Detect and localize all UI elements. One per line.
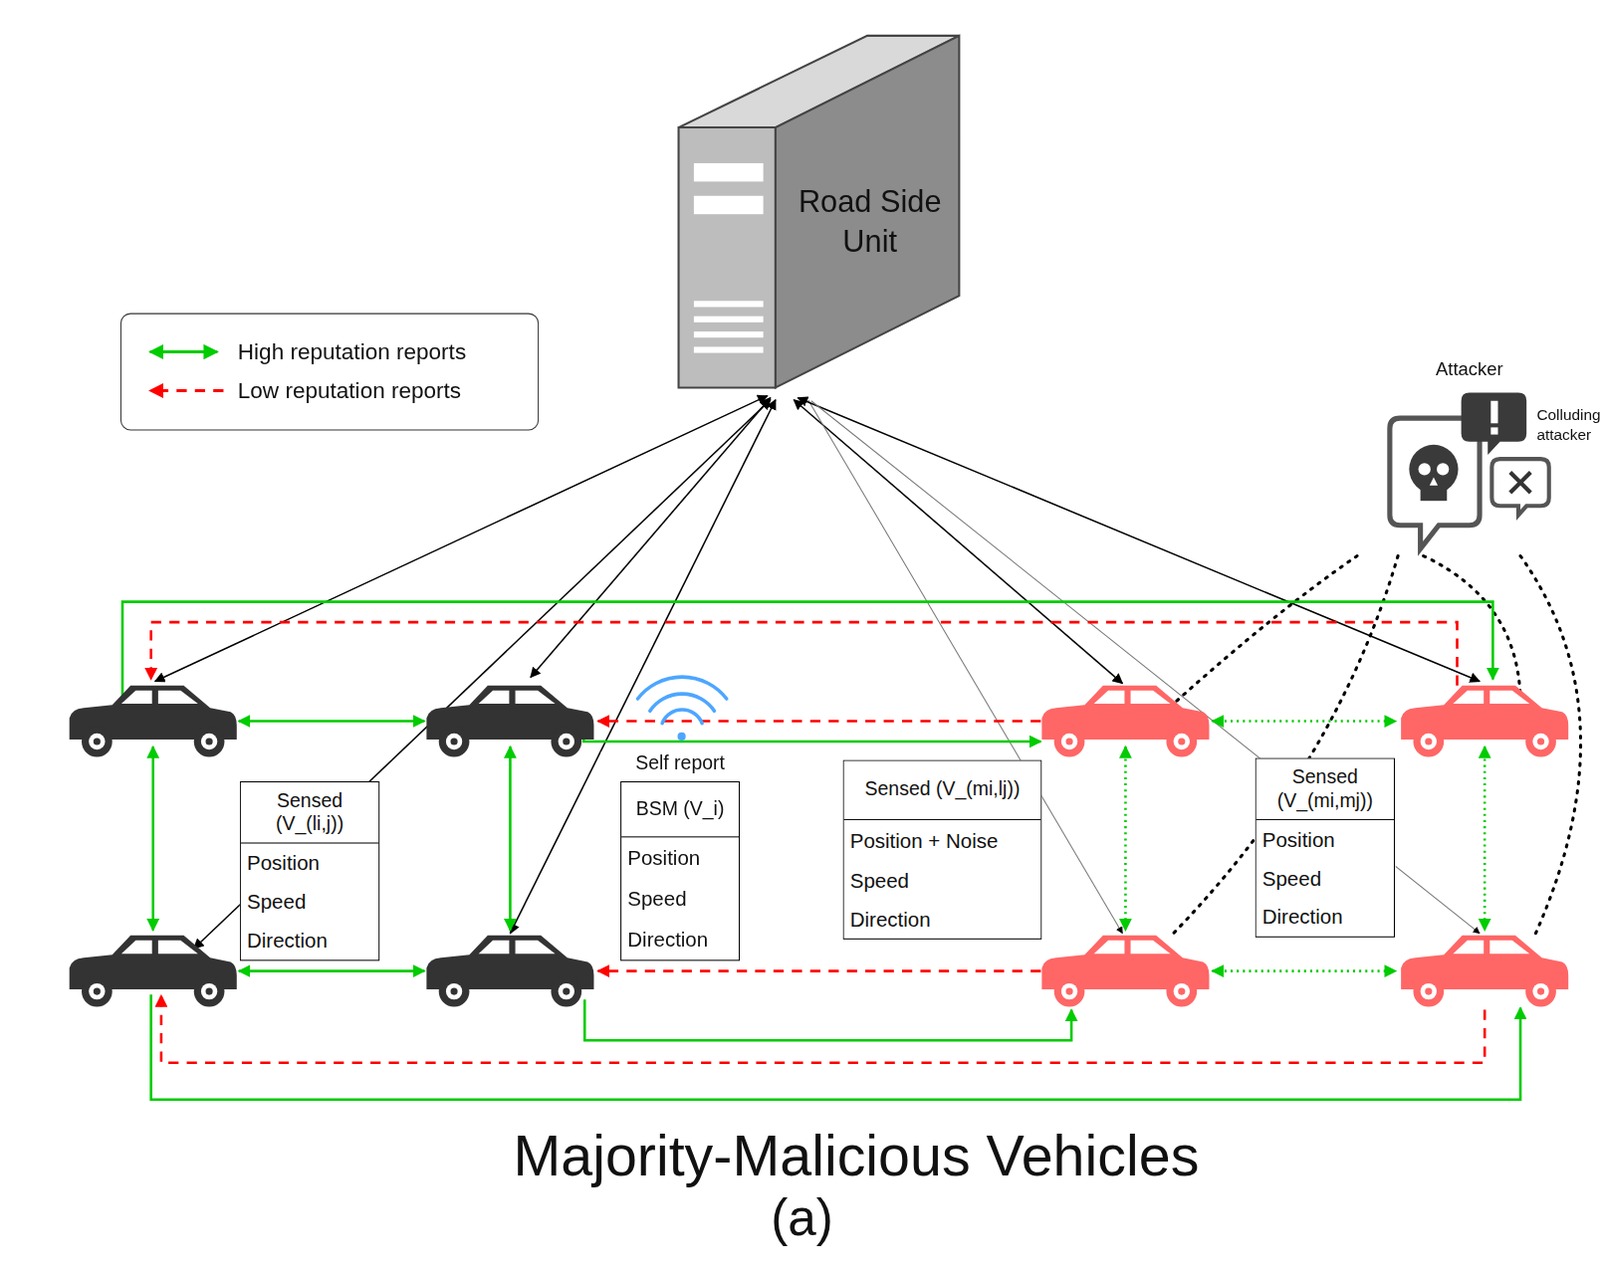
legend-box: High reputation reportsLow reputation re… [120,313,539,432]
high-reputation-reports [122,602,1521,1101]
legend-entry: Low reputation reports [137,371,538,411]
attacker-icon [1389,393,1550,550]
field-name: Position [621,837,739,879]
field-name: Speed [844,861,1042,901]
box-heading: Self report [601,751,760,775]
field-name: Direction [844,900,1042,939]
legend-sample [137,380,229,401]
colluding-attacker-label: Colluding attacker [1536,406,1600,445]
box-header: BSM (V_i) [621,782,739,838]
figure-caption: Majority-Malicious Vehicles [0,1122,1600,1189]
colluding-reports [1125,721,1485,972]
legend-entry: High reputation reports [137,332,538,372]
field-name: Direction [621,918,739,960]
field-name: Direction [240,920,379,960]
box-header: Sensed (V_(mi,mj)) [1256,758,1394,820]
data-record-box: Sensed (V_(mi,mj))PositionSpeedDirection [1255,757,1395,937]
server-label-node: Road Side Unit [780,181,959,261]
field-name: Speed [621,878,739,919]
field-name: Speed [1256,859,1394,899]
legend-sample [137,341,229,362]
vehicles [69,685,1570,1008]
field-name: Direction [1256,898,1394,937]
field-name: Position [1256,820,1394,860]
field-name: Speed [240,882,379,921]
box-header: Sensed (V_(li,j)) [240,782,379,844]
box-header: Sensed (V_(mi,lj)) [844,761,1042,821]
legend-text: High reputation reports [237,338,466,366]
field-name: Position [240,844,379,884]
low-reputation-reports [151,622,1486,1064]
legend-text: Low reputation reports [237,377,461,405]
attacker-label: Attacker [1412,359,1526,382]
subfigure-label: (a) [750,1188,853,1248]
field-name: Position + Noise [844,820,1042,862]
data-record-box: Sensed (V_(mi,lj))Position + NoiseSpeedD… [843,759,1043,939]
data-record-box: Sensed (V_(li,j))PositionSpeedDirection [239,781,380,961]
wifi-icon [638,677,727,741]
node-title: Road Side Unit [780,181,959,261]
server-illustration [679,35,960,389]
data-record-box: Self reportBSM (V_i)PositionSpeedDirecti… [620,781,740,961]
